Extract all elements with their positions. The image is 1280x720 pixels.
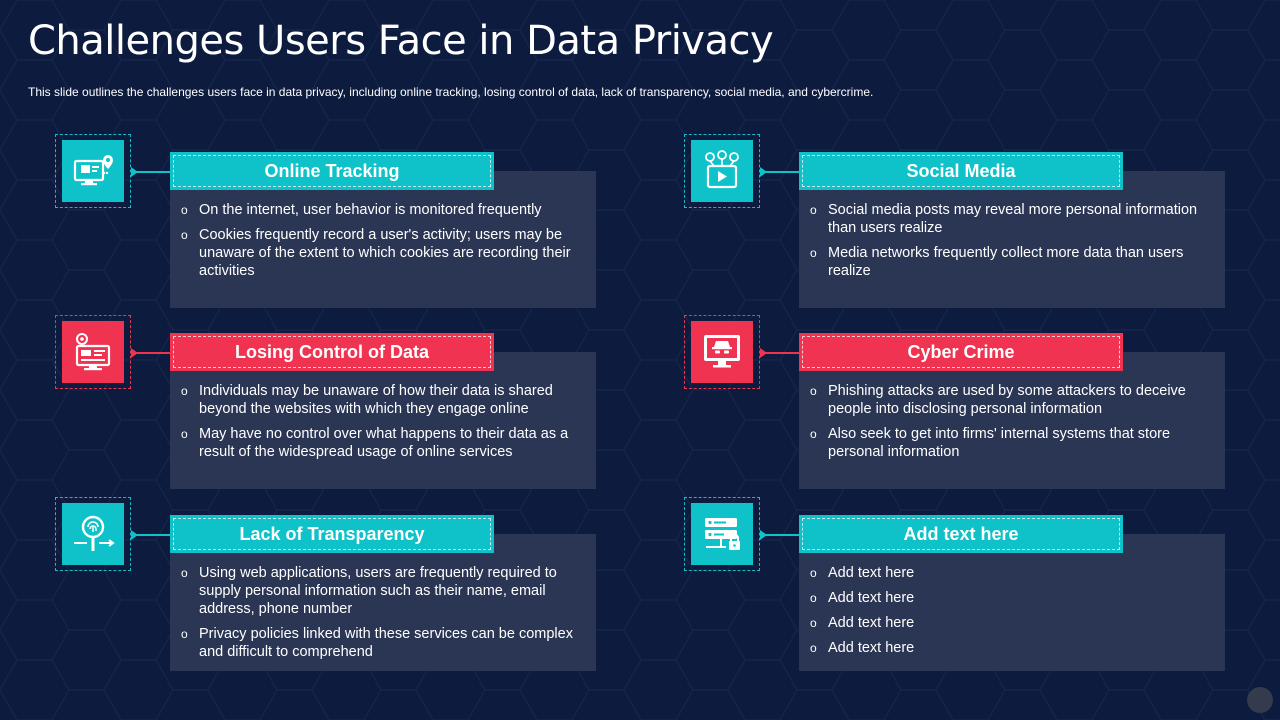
bullet-item: Also seek to get into firms' internal sy… [809,425,1219,461]
hacker-monitor-icon [691,321,753,383]
card-lack-of-transparency: Lack of Transparency Using web applicati… [55,497,625,672]
bullet-item: Using web applications, users are freque… [180,564,590,618]
card-heading: Cyber Crime [802,336,1120,368]
bullet-list: Using web applications, users are freque… [180,564,590,668]
card-social-media: Social Media Social media posts may reve… [684,134,1254,309]
card-cyber-crime: Cyber Crime Phishing attacks are used by… [684,315,1254,490]
icon-frame [55,315,131,389]
bullet-list: On the internet, user behavior is monito… [180,201,590,287]
connector-arrow [760,167,800,177]
card-heading: Social Media [802,155,1120,187]
magnifier-fingerprint-icon [62,503,124,565]
bullet-item: Social media posts may reveal more perso… [809,201,1219,237]
slide-nav-button[interactable] [1247,687,1273,713]
bullet-item: Phishing attacks are used by some attack… [809,382,1219,418]
icon-frame [684,315,760,389]
card-online-tracking: Online Tracking On the internet, user be… [55,134,625,309]
connector-arrow [131,348,171,358]
bullet-item: Add text here [809,614,1219,632]
slide-subtitle: This slide outlines the challenges users… [28,85,874,99]
connector-arrow [131,530,171,540]
card-header: Online Tracking [170,152,494,190]
bullet-item: On the internet, user behavior is monito… [180,201,590,219]
icon-frame [55,134,131,208]
bullet-item: Add text here [809,639,1219,657]
card-header: Lack of Transparency [170,515,494,553]
server-lock-icon [691,503,753,565]
icon-frame [684,134,760,208]
bullet-list: Phishing attacks are used by some attack… [809,382,1219,468]
card-heading: Lack of Transparency [173,518,491,550]
slide-title: Challenges Users Face in Data Privacy [28,18,774,64]
icon-frame [55,497,131,571]
bullet-list: Social media posts may reveal more perso… [809,201,1219,287]
content-panel [170,352,596,489]
bullet-item: Cookies frequently record a user's activ… [180,226,590,280]
data-dashboard-icon [62,321,124,383]
card-header: Social Media [799,152,1123,190]
connector-arrow [131,167,171,177]
card-heading: Add text here [802,518,1120,550]
card-add-text-here: Add text here Add text here Add text her… [684,497,1254,672]
card-header: Losing Control of Data [170,333,494,371]
monitor-tracking-icon [62,140,124,202]
connector-arrow [760,530,800,540]
card-header: Add text here [799,515,1123,553]
card-losing-control-of-data: Losing Control of Data Individuals may b… [55,315,625,490]
bullet-item: Media networks frequently collect more d… [809,244,1219,280]
bullet-item: May have no control over what happens to… [180,425,590,461]
card-heading: Online Tracking [173,155,491,187]
bullet-item: Individuals may be unaware of how their … [180,382,590,418]
bullet-list: Individuals may be unaware of how their … [180,382,590,468]
card-header: Cyber Crime [799,333,1123,371]
content-panel [799,352,1225,489]
bullet-list: Add text here Add text here Add text her… [809,564,1219,664]
social-media-tablet-icon [691,140,753,202]
bullet-item: Add text here [809,589,1219,607]
icon-frame [684,497,760,571]
bullet-item: Privacy policies linked with these servi… [180,625,590,661]
content-panel [799,171,1225,308]
connector-arrow [760,348,800,358]
bullet-item: Add text here [809,564,1219,582]
card-heading: Losing Control of Data [173,336,491,368]
